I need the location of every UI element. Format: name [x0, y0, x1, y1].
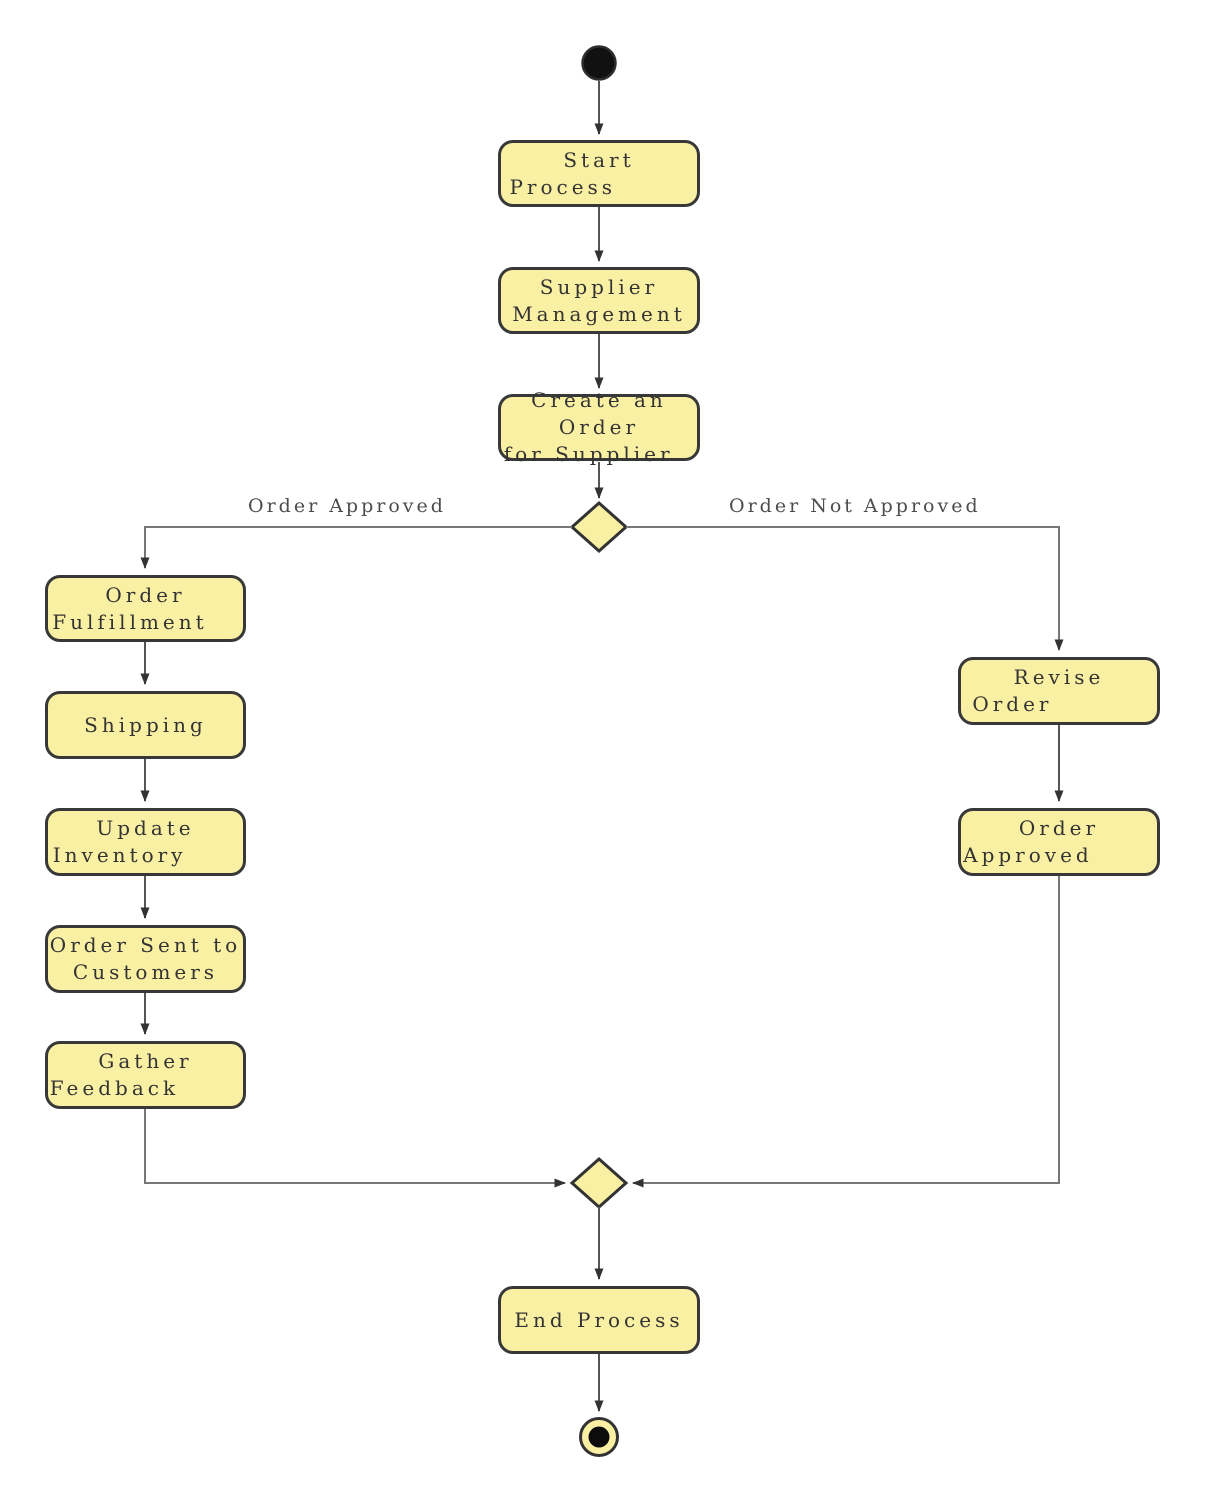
activity-order-fulfillment: Order Fulfillment [45, 575, 246, 642]
edge-order-approved-to-merge [632, 876, 1060, 1188]
edge-label-order-not-approved: Order Not Approved [729, 495, 981, 517]
activity-order-approved: Order Approved [958, 808, 1160, 876]
activity-label: Update Inventory [52, 816, 195, 867]
edge-decision-to-order-fulfillment [140, 526, 572, 569]
activity-label: Order Sent to Customers [49, 933, 242, 984]
activity-update-inventory: Update Inventory [45, 808, 246, 876]
activity-label: Supplier Management [512, 274, 686, 326]
edge-decision-to-revise-order [626, 526, 1064, 651]
edge-label-order-approved: Order Approved [248, 495, 446, 517]
activity-create-order-for-supplier: Create an Order for Supplier [498, 388, 700, 466]
activity-label: Shipping [84, 712, 207, 737]
activity-shipping: Shipping [45, 691, 246, 759]
activity-label: Gather Feedback [49, 1049, 193, 1100]
activity-label: Order Fulfillment [52, 582, 208, 634]
final-node-inner [588, 1426, 610, 1448]
activity-end-process: End Process [498, 1286, 700, 1354]
activity-label: Create an Order for Supplier [503, 388, 674, 466]
activity-label: End Process [514, 1307, 684, 1332]
decision-diamond [569, 500, 629, 554]
initial-node [581, 45, 617, 81]
activity-label: Order Approved [963, 816, 1100, 867]
activity-label: Start Process [509, 147, 635, 199]
activity-revise-order: Revise Order [958, 657, 1160, 725]
activity-gather-feedback: Gather Feedback [45, 1041, 246, 1109]
merge-diamond [569, 1156, 629, 1210]
activity-supplier-management: Supplier Management [498, 267, 700, 334]
edge-gather-feedback-to-merge [144, 1109, 566, 1188]
activity-start-process: Start Process [498, 140, 700, 207]
activity-label: Revise Order [972, 665, 1105, 716]
activity-order-sent-to-customers: Order Sent to Customers [45, 925, 246, 993]
